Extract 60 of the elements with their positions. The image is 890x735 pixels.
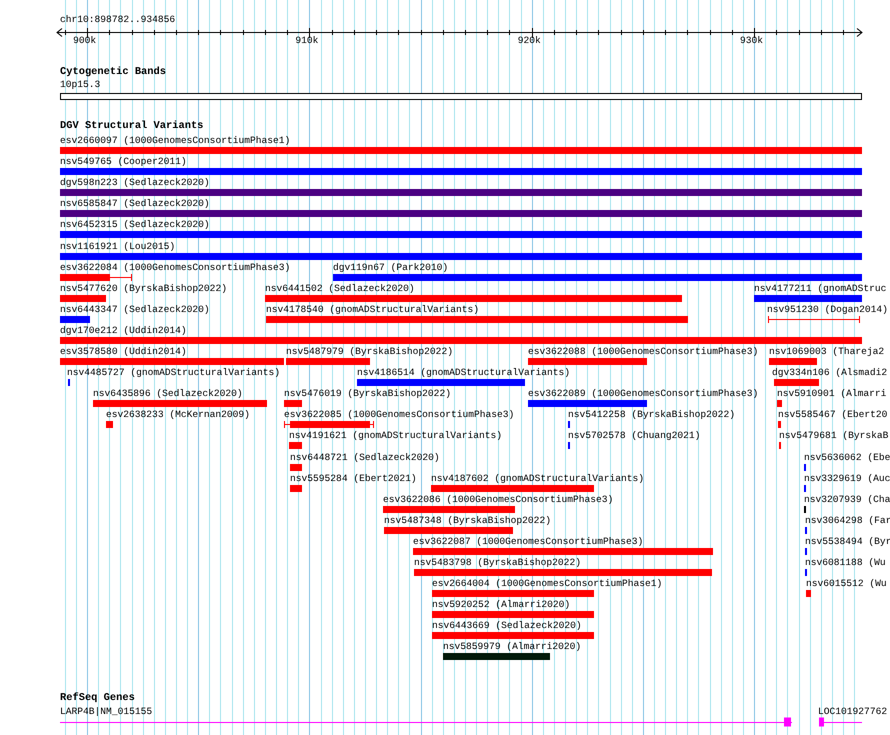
variant-label: nsv5487348 (ByrskaBishop2022) — [384, 514, 551, 526]
variant-label: nsv5859979 (Almarri2020) — [443, 641, 582, 652]
coordinate-range-label: chr10:898782..934856 — [60, 14, 176, 25]
variant-label: nsv4178540 (gnomADStructuralVariants) — [266, 304, 480, 315]
variant-label: nsv3207939 (Cha — [804, 494, 890, 505]
variant-label: esv2638233 (McKernan2009) — [106, 409, 250, 420]
variant-label: nsv5920252 (Almarri2020) — [432, 599, 570, 610]
variant-label: nsv6452315 (Sedlazeck2020) — [60, 219, 210, 230]
track-title: DGV Structural Variants — [60, 121, 204, 132]
variant-label: esv3622086 (1000GenomesConsortiumPhase3) — [383, 494, 614, 505]
variant-label: nsv5636062 (Ebe — [804, 452, 890, 462]
variant-label: esv3622089 (1000GenomesConsortiumPhase3) — [528, 388, 758, 400]
variant-label: nsv5412258 (ByrskaBishop2022) — [568, 409, 735, 420]
variant-label: esv3622084 (1000GenomesConsortiumPhase3) — [60, 262, 290, 273]
variant-label: nsv6443347 (Sedlazeck2020) — [60, 304, 210, 315]
variant-label: dgv334n106 (Alsmadi2 — [772, 367, 888, 378]
track-title: RefSeq Genes — [60, 693, 135, 704]
axis-tick-label: 930k — [740, 35, 764, 46]
variant-label: nsv4191621 (gnomADStructuralVariants) — [289, 430, 502, 442]
variant-label: nsv6015512 (Wu — [806, 578, 887, 590]
variant-label: nsv6435896 (Sedlazeck2020) — [93, 388, 243, 400]
variant-label: nsv4485727 (gnomADStructuralVariants) — [67, 367, 280, 378]
variant-label: nsv4177211 (gnomADStruc — [754, 282, 886, 294]
variant-label: esv3622088 (1000GenomesConsortiumPhase3) — [528, 346, 758, 357]
variant-label: nsv5479681 (ByrskaB — [779, 430, 888, 442]
track-title: Cytogenetic Bands — [60, 67, 166, 78]
variant-label: nsv5702578 (Chuang2021) — [568, 430, 700, 442]
variant-label: nsv5477620 (ByrskaBishop2022) — [60, 282, 227, 294]
variant-label: nsv5483798 (ByrskaBishop2022) — [414, 557, 581, 568]
variant-label: nsv5595284 (Ebert2021) — [290, 472, 417, 484]
variant-label: nsv951230 (Dogan2014) — [767, 304, 888, 315]
variant-label: nsv6443669 (Sedlazeck2020) — [432, 620, 582, 632]
variant-label: esv2660097 (1000GenomesConsortiumPhase1) — [60, 135, 290, 146]
variant-label: nsv1161921 (Lou2015) — [60, 240, 176, 252]
gene-label: LOC101927762 — [818, 706, 888, 717]
variant-label: nsv549765 (Cooper2011) — [60, 156, 187, 168]
variant-label: dgv598n223 (Sedlazeck2020) — [60, 177, 210, 188]
variant-label: nsv6585847 (Sedlazeck2020) — [60, 198, 210, 210]
variant-label: nsv3329619 (Auc — [804, 472, 890, 484]
variant-label: nsv4186514 (gnomADStructuralVariants) — [357, 367, 570, 378]
axis-tick-label: 900k — [73, 35, 96, 46]
variant-label: nsv5476019 (ByrskaBishop2022) — [284, 388, 451, 400]
variant-label: nsv5487979 (ByrskaBishop2022) — [286, 346, 453, 357]
variant-label: nsv5910901 (Almarri — [777, 388, 886, 400]
variant-label: nsv5585467 (Ebert20 — [778, 409, 888, 420]
variant-label: esv3622085 (1000GenomesConsortiumPhase3) — [284, 409, 514, 420]
variant-label: esv3578580 (Uddin2014) — [60, 346, 187, 357]
gene-label: LARP4B|NM_015155 — [60, 706, 152, 717]
variant-label: nsv4187602 (gnomADStructuralVariants) — [431, 472, 644, 484]
variant-label: esv2664004 (1000GenomesConsortiumPhase1) — [432, 578, 662, 590]
axis-tick-label: 920k — [518, 35, 541, 46]
axis-tick-label: 910k — [295, 35, 318, 46]
variant-label: dgv170e212 (Uddin2014) — [60, 324, 187, 336]
variant-label: nsv6441502 (Sedlazeck2020) — [265, 282, 415, 294]
variant-label: dgv119n67 (Park2010) — [333, 262, 448, 273]
cytoband-label: 10p15.3 — [60, 79, 100, 90]
variant-label: nsv6081188 (Wu — [805, 557, 886, 568]
variant-label: nsv6448721 (Sedlazeck2020) — [290, 452, 440, 462]
variant-label: esv3622087 (1000GenomesConsortiumPhase3) — [413, 536, 644, 547]
variant-label: nsv1069003 (Thareja2 — [769, 346, 884, 357]
